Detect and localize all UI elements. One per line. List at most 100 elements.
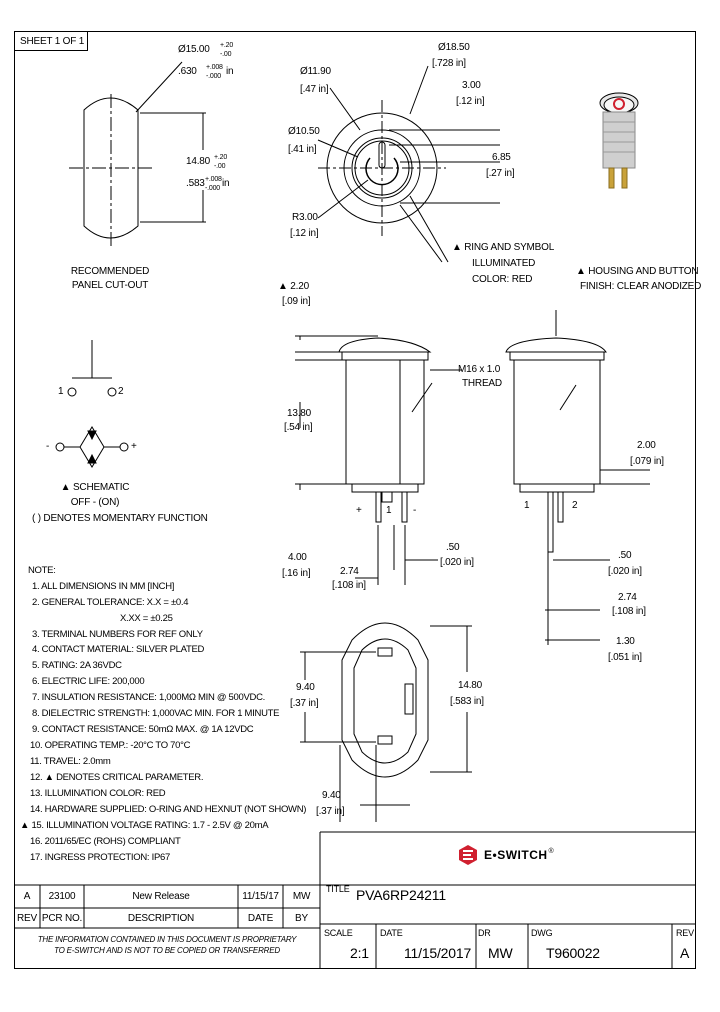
dim-d400: 4.00 <box>288 552 307 563</box>
by-value: MW <box>292 891 311 902</box>
pcr-value: 23100 <box>48 891 76 902</box>
dim-d400-in: [.16 in] <box>282 568 311 579</box>
side-view-left-drawing <box>295 335 462 585</box>
ring-note-3: COLOR: RED <box>472 274 533 285</box>
brand-registered: ® <box>548 847 554 855</box>
right-dim-d130-in: [.051 in] <box>608 652 642 663</box>
dwg-value: T960022 <box>546 945 600 961</box>
top-view-drawing <box>317 65 500 263</box>
dim-r300-in: [.12 in] <box>290 228 319 239</box>
note-1: 1. ALL DIMENSIONS IN MM [INCH] <box>32 581 175 592</box>
schematic-pin1: 1 <box>58 386 64 397</box>
pcr-header: PCR NO. <box>41 913 83 924</box>
term-1: 1 <box>386 505 392 516</box>
cutout-dia-in-tol-minus: -.000 <box>206 73 221 80</box>
right-term-1: 1 <box>524 500 530 511</box>
dim-d1050-in: [.41 in] <box>288 144 317 155</box>
dim-d685-in: [.27 in] <box>486 168 515 179</box>
note-3: 3. TERMINAL NUMBERS FOR REF ONLY <box>32 629 203 640</box>
drawing-title: PVA6RP24211 <box>356 887 446 903</box>
by-header: BY <box>295 913 308 924</box>
note-14: 14. HARDWARE SUPPLIED: O-RING AND HEXNUT… <box>30 804 307 815</box>
cutout-flat-tol-plus: +.20 <box>214 154 228 161</box>
thread-label-2: THREAD <box>462 378 502 389</box>
dim-d1480-in: [.583 in] <box>450 696 484 707</box>
schematic-plus: + <box>131 441 137 452</box>
dim-d274: 2.74 <box>340 566 359 577</box>
dim-d200-in: [.079 in] <box>630 456 664 467</box>
rev-label-tb: REV <box>676 928 694 938</box>
housing-note-2: FINISH: CLEAR ANODIZED <box>580 281 702 292</box>
dim-d1850-in: [.728 in] <box>432 58 466 69</box>
right-dim-d050-in: [.020 in] <box>608 566 642 577</box>
dim-d1190-in: [.47 in] <box>300 84 329 95</box>
note-15: ▲ 15. ILLUMINATION VOLTAGE RATING: 1.7 -… <box>20 820 269 831</box>
note-5: 5. RATING: 2A 36VDC <box>32 660 122 671</box>
rev-value: A <box>23 891 31 902</box>
dim-d940-v: 9.40 <box>296 682 315 693</box>
ring-note-2: ILLUMINATED <box>472 258 536 269</box>
eswitch-logo-icon <box>459 845 477 865</box>
right-dim-d274: 2.74 <box>618 592 637 603</box>
description-value: New Release <box>132 891 190 902</box>
dim-r300: R3.00 <box>292 212 318 223</box>
dim-d1850: Ø18.50 <box>438 42 470 53</box>
dim-d685: 6.85 <box>492 152 511 163</box>
note-10: 10. OPERATING TEMP.: -20°C TO 70°C <box>30 740 191 751</box>
cutout-flat-mm: 14.80 <box>186 156 211 167</box>
right-term-2: 2 <box>572 500 578 511</box>
note-6: 6. ELECTRIC LIFE: 200,000 <box>32 676 145 687</box>
dim-d940-v-in: [.37 in] <box>290 698 319 709</box>
confidential-line-2: TO E-SWITCH AND IS NOT TO BE COPIED OR T… <box>54 946 280 955</box>
sheet-label: SHEET 1 OF 1 <box>20 36 85 47</box>
scale-label: SCALE <box>324 928 353 938</box>
note-12: 12. ▲ DENOTES CRITICAL PARAMETER. <box>30 772 204 783</box>
note-11: 11. TRAVEL: 2.0mm <box>30 756 111 767</box>
housing-note-1: ▲ HOUSING AND BUTTON <box>576 266 699 277</box>
cutout-dia-in-unit: in <box>226 66 234 77</box>
dim-d300-in: [.12 in] <box>456 96 485 107</box>
note-8: 8. DIELECTRIC STRENGTH: 1,000VAC MIN. FO… <box>32 708 280 719</box>
cutout-caption-2: PANEL CUT-OUT <box>71 280 149 291</box>
bottom-view-drawing <box>300 622 472 822</box>
scale-value: 2:1 <box>350 945 369 961</box>
term-minus: - <box>413 505 417 516</box>
schematic-drawing <box>55 340 129 468</box>
product-photo <box>599 92 639 189</box>
brand-name: E•SWITCH <box>484 848 548 862</box>
note-9: 9. CONTACT RESISTANCE: 50mΩ MAX. @ 1A 12… <box>32 724 254 735</box>
note-4: 4. CONTACT MATERIAL: SILVER PLATED <box>32 644 205 655</box>
notes-heading: NOTE: <box>28 565 56 576</box>
dim-d274-in: [.108 in] <box>332 580 366 591</box>
schematic-minus: - <box>46 441 50 452</box>
cutout-caption-1: RECOMMENDED <box>70 266 150 277</box>
dim-d200: 2.00 <box>637 440 656 451</box>
dim-d1380-in: [.54 in] <box>284 422 313 433</box>
cutout-flat-in-tol-plus: +.008 <box>205 176 222 183</box>
dim-d940-h: 9.40 <box>322 790 341 801</box>
rev-header: REV <box>17 913 37 924</box>
dim-d1050: Ø10.50 <box>288 126 320 137</box>
term-plus: + <box>356 505 362 516</box>
cutout-dia-mm: Ø15.00 <box>178 44 210 55</box>
dim-d300: 3.00 <box>462 80 481 91</box>
note-7: 7. INSULATION RESISTANCE: 1,000MΩ MIN @ … <box>32 692 265 703</box>
dr-value: MW <box>488 945 513 961</box>
right-dim-d130: 1.30 <box>616 636 635 647</box>
brand-logo: E•SWITCH ® <box>458 844 554 866</box>
note-13: 13. ILLUMINATION COLOR: RED <box>30 788 166 799</box>
ring-note-1: ▲ RING AND SYMBOL <box>452 242 555 253</box>
dim-d940-h-in: [.37 in] <box>316 806 345 817</box>
description-header: DESCRIPTION <box>127 913 195 924</box>
dim-d1380: 13.80 <box>287 408 312 419</box>
right-dim-d274-in: [.108 in] <box>612 606 646 617</box>
thread-label-1: M16 x 1.0 <box>458 364 501 375</box>
title-label: TITLE <box>326 884 350 894</box>
panel-cutout-drawing <box>69 61 206 246</box>
cutout-flat-in-unit: in <box>222 178 230 189</box>
side-view-right-drawing <box>505 310 650 645</box>
note-2b: X.XX = ±0.25 <box>120 613 173 624</box>
cutout-flat-in: .583 <box>186 178 205 189</box>
note-16: 16. 2011/65/EC (ROHS) COMPLIANT <box>30 836 181 847</box>
